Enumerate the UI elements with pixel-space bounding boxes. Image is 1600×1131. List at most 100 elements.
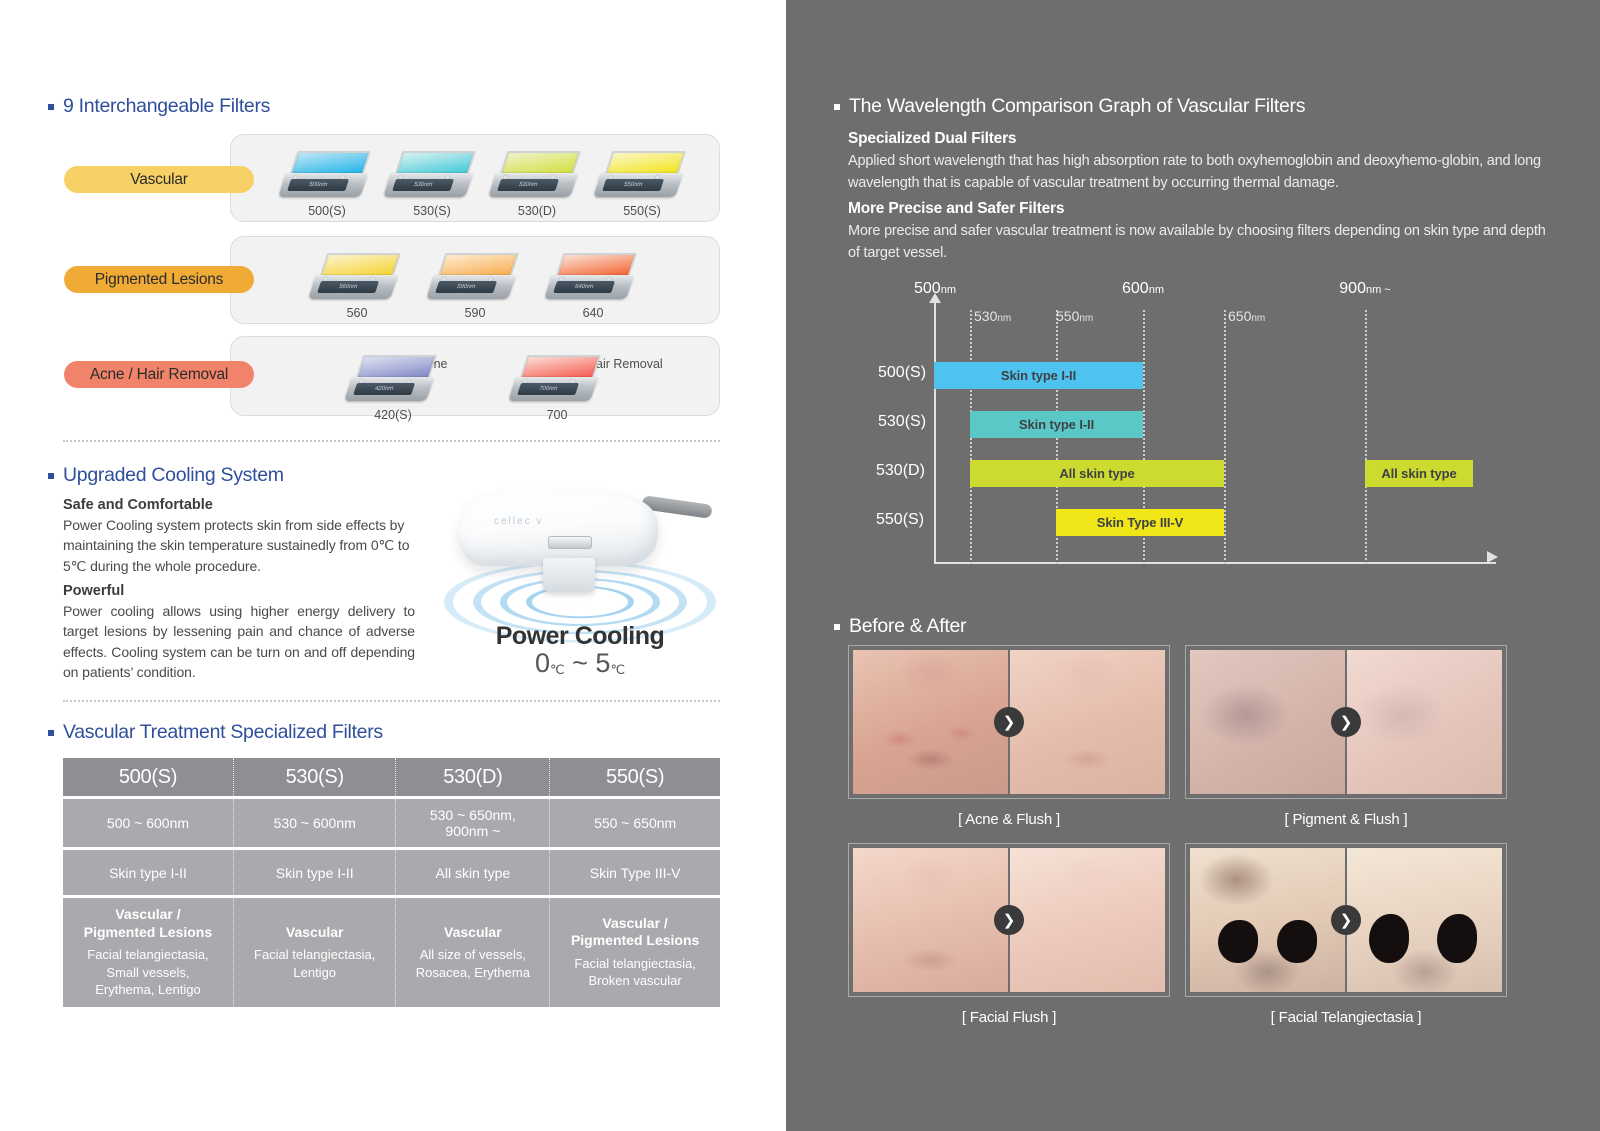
- cartridge-icon: 640nm: [544, 251, 642, 299]
- graph-block-body: More precise and safer vascular treatmen…: [848, 223, 1546, 261]
- cooling-heading-label: Upgraded Cooling System: [63, 464, 284, 486]
- before-after-caption: [ Facial Flush ]: [961, 1009, 1057, 1026]
- cartridge-icon: 530nm: [488, 149, 586, 197]
- temp-high-unit: ℃: [610, 662, 626, 677]
- temp-high-value: 5: [595, 648, 611, 678]
- cartridge-strip-text: 530nm: [392, 179, 455, 191]
- spec-cell: Vascular / Pigmented Lesions Facial tela…: [63, 898, 234, 1007]
- filter-item-640[interactable]: 640nm 640: [539, 251, 647, 320]
- cooling-block-powerful: Powerful Power cooling allows using high…: [63, 583, 415, 682]
- tick-unit: nm: [997, 313, 1012, 324]
- wavelength-comparison-chart: 500nm 600nm 900nm ~ 530nm 550nm 650nm 50…: [862, 280, 1512, 570]
- chart-bar-label: All skin type: [1381, 466, 1457, 481]
- chart-tick-600: 600nm: [1122, 280, 1164, 298]
- indication-body: Facial telangiectasia, Small vessels, Er…: [87, 947, 209, 998]
- power-cooling-illustration: cellec v: [420, 478, 740, 678]
- tick-unit: nm: [1079, 313, 1094, 324]
- filter-item-530d[interactable]: 530nm 530(D): [483, 149, 591, 218]
- chart-bar-530d-low: All skin type: [970, 460, 1224, 487]
- before-after-frame: ❯: [848, 843, 1170, 997]
- chevron-right-icon: ❯: [994, 707, 1024, 737]
- before-after-card-pigment-flush[interactable]: ❯ [ Pigment & Flush ]: [1185, 645, 1507, 828]
- before-after-card-acne-flush[interactable]: ❯ [ Acne & Flush ]: [848, 645, 1170, 828]
- tag-acne-label: Acne / Hair Removal: [89, 365, 229, 383]
- gridline-900: [1365, 310, 1367, 564]
- handpiece-band: [548, 536, 592, 549]
- spec-row-indications: Vascular / Pigmented Lesions Facial tela…: [63, 898, 720, 1007]
- before-image: [853, 650, 1008, 794]
- before-after-card-facial-flush[interactable]: ❯ [ Facial Flush ]: [848, 843, 1170, 1026]
- after-image: [1010, 650, 1165, 794]
- spec-cell: 500 ~ 600nm: [63, 799, 234, 847]
- tick-value: 650: [1228, 308, 1252, 324]
- temp-low-unit: ℃: [549, 662, 565, 677]
- filter-item-label: 590: [464, 306, 486, 320]
- cartridge-strip-text: 530nm: [497, 179, 560, 191]
- divider-1: [63, 440, 720, 442]
- graph-block-title: More Precise and Safer Filters: [848, 200, 1065, 217]
- chart-x-axis-arrow-icon: [1487, 551, 1498, 563]
- power-cooling-temperature: 0℃ ~ 5℃: [420, 648, 740, 679]
- tick-value: 900: [1339, 280, 1366, 297]
- filter-item-550s[interactable]: 550nm 550(S): [588, 149, 696, 218]
- chart-bar-label: Skin Type III-V: [1096, 515, 1184, 530]
- spec-section-heading: Vascular Treatment Specialized Filters: [48, 721, 383, 744]
- chart-tick-500: 500nm: [914, 280, 956, 298]
- graph-block-dual-filters: Specialized Dual Filters Applied short w…: [848, 130, 1548, 195]
- spec-cell: Skin Type III-V: [550, 850, 720, 895]
- filter-item-700[interactable]: Hair Removal 700nm 700: [503, 353, 663, 422]
- tick-value: 600: [1122, 280, 1149, 297]
- cartridge-strip-text: 500nm: [287, 179, 350, 191]
- filter-item-590[interactable]: 590nm 590: [421, 251, 529, 320]
- spec-cell: 530 ~ 600nm: [233, 799, 397, 847]
- cartridge-icon: 420nm: [344, 353, 442, 401]
- before-image: [853, 848, 1008, 992]
- before-after-card-facial-telangiectasia[interactable]: ❯ [ Facial Telangiectasia ]: [1185, 843, 1507, 1026]
- temp-range-tilde: ~: [572, 648, 588, 678]
- chart-tick-530: 530nm: [974, 308, 1011, 324]
- cartridge-strip-text: 560nm: [317, 281, 380, 293]
- filter-item-label: 530(S): [413, 204, 451, 218]
- filter-item-420s[interactable]: Acne 420nm 420(S): [339, 353, 448, 422]
- device-brand-label: cellec v: [494, 516, 544, 527]
- bullet-square-icon: [834, 623, 840, 630]
- filter-item-500s[interactable]: 500nm 500(S): [273, 149, 381, 218]
- filter-item-530s[interactable]: 530nm 530(S): [378, 149, 486, 218]
- tag-vascular: Vascular: [64, 166, 254, 193]
- filter-item-label: 420(S): [374, 408, 412, 422]
- bullet-square-icon: [48, 103, 54, 110]
- chart-x-axis: [934, 551, 1498, 564]
- chart-bar-label: All skin type: [1059, 466, 1135, 481]
- before-after-heading: Before & After: [834, 615, 967, 638]
- indication-body: All size of vessels, Rosacea, Erythema: [415, 947, 530, 980]
- spec-heading-label: Vascular Treatment Specialized Filters: [63, 721, 383, 743]
- spec-cell: Vascular Facial telangiectasia, Lentigo: [233, 898, 397, 1007]
- cartridge-icon: 530nm: [383, 149, 481, 197]
- filter-group-vascular: 500nm 500(S) 530nm 530(S) 530nm 530(D): [230, 134, 720, 222]
- filter-item-top-label: Hair Removal: [587, 357, 663, 371]
- before-after-frame: ❯: [848, 645, 1170, 799]
- chevron-right-icon: ❯: [1331, 905, 1361, 935]
- indication-title: Vascular: [285, 923, 344, 940]
- indication-title: Vascular: [444, 923, 502, 940]
- after-image: [1347, 650, 1502, 794]
- graph-block-precise-filters: More Precise and Safer Filters More prec…: [848, 200, 1548, 265]
- chart-tick-900: 900nm ~: [1339, 280, 1390, 298]
- before-after-heading-label: Before & After: [849, 615, 967, 637]
- filter-item-560[interactable]: 560nm 560: [303, 251, 411, 320]
- spec-col-header: 530(S): [233, 758, 397, 796]
- tag-pigmented-label: Pigmented Lesions: [94, 270, 224, 288]
- chevron-right-icon: ❯: [994, 905, 1024, 935]
- left-panel: 9 Interchangeable Filters Vascular 500nm…: [0, 0, 786, 1131]
- cartridge-icon: 590nm: [426, 251, 524, 299]
- bullet-square-icon: [834, 103, 840, 110]
- filter-item-label: 640: [582, 306, 604, 320]
- bullet-square-icon: [48, 729, 54, 736]
- before-after-frame: ❯: [1185, 645, 1507, 799]
- spec-row-wavelength: 500 ~ 600nm 530 ~ 600nm 530 ~ 650nm, 900…: [63, 799, 720, 847]
- cooling-block-safe: Safe and Comfortable Power Cooling syste…: [63, 497, 415, 576]
- cartridge-strip-text: 420nm: [353, 383, 416, 395]
- after-image: [1010, 848, 1165, 992]
- tick-value: 500: [914, 280, 941, 297]
- cartridge-strip-text: 640nm: [553, 281, 616, 293]
